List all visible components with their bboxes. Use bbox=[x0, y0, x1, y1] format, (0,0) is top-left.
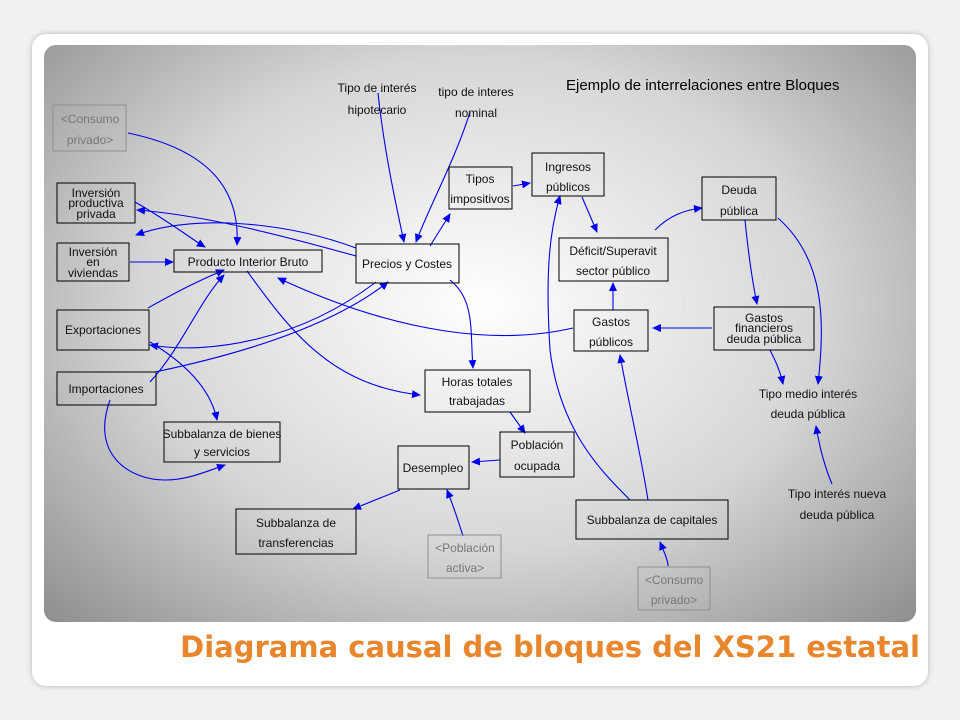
causal-arrows bbox=[104, 92, 833, 567]
box-subbalanza-capitales bbox=[575, 499, 729, 540]
node-pib: Producto Interior Bruto bbox=[188, 255, 309, 269]
arrow bbox=[813, 425, 833, 485]
arrow bbox=[617, 354, 649, 501]
arrow bbox=[134, 201, 206, 248]
arrow bbox=[769, 349, 786, 385]
box-inversion-viviendas bbox=[56, 242, 130, 282]
box-poblacion-activa bbox=[427, 534, 502, 579]
box-horas-totales bbox=[424, 369, 531, 413]
diagram-heading: Ejemplo de interrelaciones entre Bloques bbox=[566, 77, 840, 94]
arrow bbox=[449, 279, 477, 369]
arrow bbox=[127, 132, 242, 246]
box-importaciones bbox=[56, 371, 157, 406]
box-ingresos-publicos bbox=[531, 152, 605, 197]
box-pib bbox=[173, 249, 323, 273]
shadow-variable-boxes bbox=[52, 104, 711, 611]
arrow bbox=[154, 281, 389, 373]
diagram-panel bbox=[44, 45, 916, 622]
arrow bbox=[659, 541, 669, 567]
arrow bbox=[446, 489, 464, 537]
box-exportaciones bbox=[56, 309, 150, 351]
arrow bbox=[509, 411, 526, 434]
arrow bbox=[149, 341, 220, 421]
arrow bbox=[147, 269, 225, 309]
box-gastos-financieros bbox=[713, 306, 815, 351]
arrow bbox=[429, 213, 451, 247]
node-importaciones: Importaciones bbox=[68, 382, 143, 396]
arrow bbox=[415, 111, 471, 243]
node-boxes bbox=[56, 152, 815, 555]
box-subbalanza-transferencias bbox=[235, 508, 357, 555]
arrow bbox=[654, 204, 703, 231]
arrow bbox=[246, 270, 421, 399]
arrow bbox=[136, 206, 357, 257]
arrow bbox=[512, 180, 531, 189]
box-desempleo bbox=[397, 445, 470, 490]
arrow bbox=[149, 281, 377, 351]
box-gastos-publicos bbox=[573, 309, 649, 352]
node-exportaciones: Exportaciones bbox=[65, 323, 141, 337]
arrow bbox=[135, 222, 357, 249]
arrow bbox=[377, 92, 407, 243]
box-deuda-publica bbox=[701, 176, 777, 221]
box-consumo-privado-1 bbox=[52, 104, 127, 152]
box-inversion-productiva bbox=[56, 182, 136, 224]
node-subbalanza-capitales: Subbalanza de capitales bbox=[587, 513, 718, 527]
arrow bbox=[744, 219, 760, 305]
arrow bbox=[149, 274, 225, 383]
box-tipos-impositivos bbox=[448, 166, 513, 210]
arrow bbox=[547, 195, 631, 501]
box-poblacion-ocupada bbox=[499, 431, 575, 478]
box-deficit bbox=[558, 237, 669, 282]
arrow bbox=[581, 196, 598, 233]
slide-title: Diagrama causal de bloques del XS21 esta… bbox=[180, 630, 920, 664]
arrow bbox=[471, 457, 501, 466]
node-precios-costes: Precios y Costes bbox=[362, 257, 452, 271]
box-subbalanza-bienes bbox=[163, 421, 281, 463]
arrow bbox=[277, 277, 574, 337]
box-precios-costes bbox=[355, 243, 460, 284]
box-consumo-privado-2 bbox=[637, 566, 711, 611]
arrow bbox=[104, 399, 226, 481]
node-desempleo: Desempleo bbox=[403, 461, 464, 475]
arrow bbox=[352, 489, 401, 510]
arrow bbox=[777, 217, 823, 385]
